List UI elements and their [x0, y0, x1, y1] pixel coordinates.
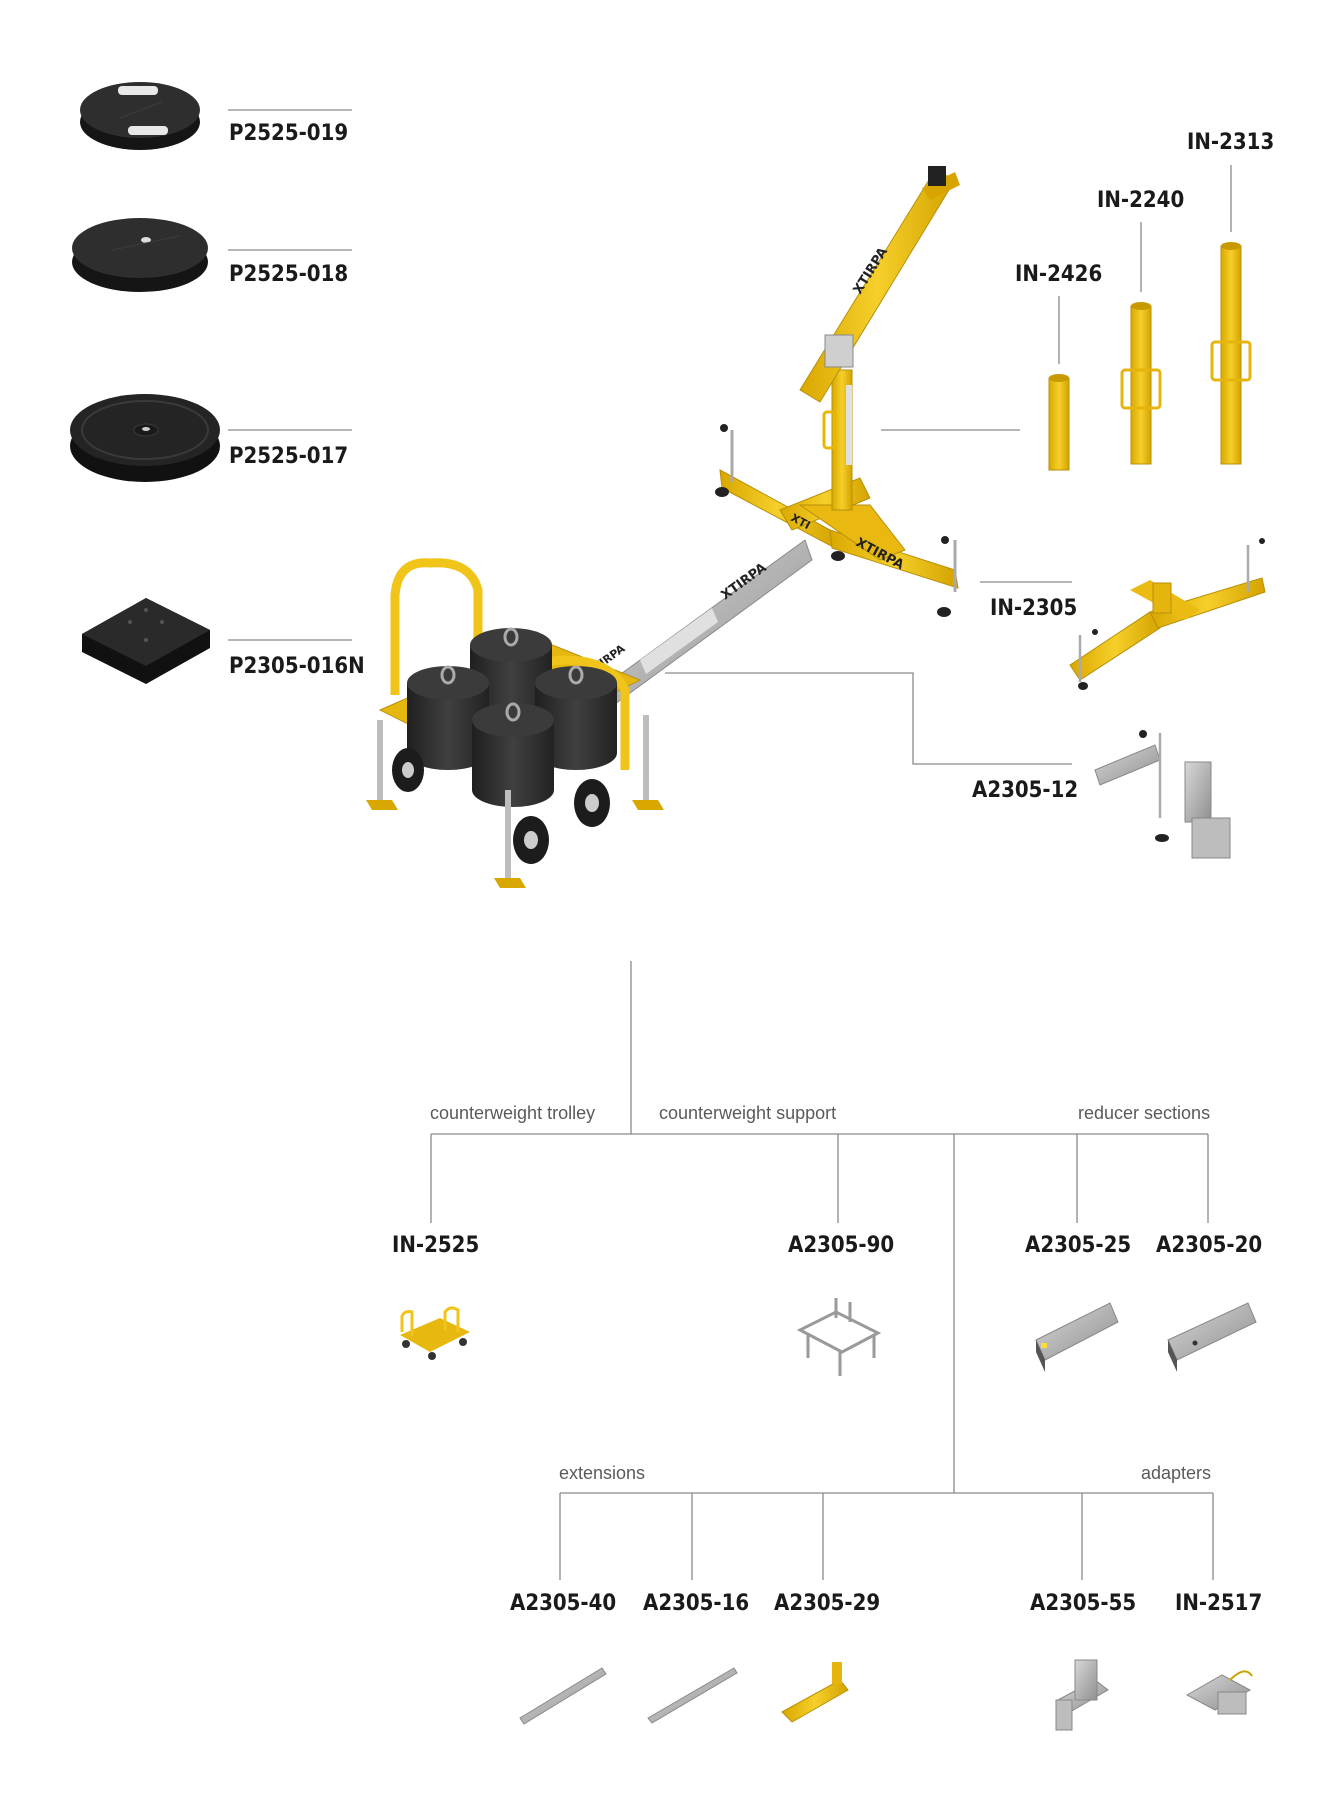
label-p2525-017: P2525-017 — [229, 444, 349, 469]
thumb-a2305-40 — [519, 1667, 607, 1725]
tree-lines — [430, 961, 1214, 1580]
leader-lines — [228, 109, 1232, 765]
adapter-a2305-12 — [1094, 730, 1231, 859]
label-in-2426: IN-2426 — [1015, 262, 1103, 287]
label-in-2525: IN-2525 — [392, 1233, 480, 1258]
thumb-in-2525 — [400, 1306, 470, 1360]
label-a2305-55: A2305-55 — [1030, 1591, 1137, 1616]
post-in-2313 — [1210, 242, 1252, 465]
group-label-extensions: extensions — [559, 1463, 646, 1483]
thumb-a2305-90 — [796, 1298, 882, 1376]
base-in-2305 — [1069, 538, 1266, 690]
weight-disc-p2525-018 — [72, 218, 208, 292]
label-a2305-29: A2305-29 — [774, 1591, 881, 1616]
label-a2305-25: A2305-25 — [1025, 1233, 1132, 1258]
weight-disc-p2525-019 — [80, 82, 200, 150]
label-in-2305: IN-2305 — [990, 596, 1078, 621]
group-label-counterweight-support: counterweight support — [659, 1103, 837, 1123]
group-label-reducer-sections: reducer sections — [1078, 1103, 1211, 1123]
group-label-counterweight-trolley: counterweight trolley — [430, 1103, 596, 1123]
label-in-2313: IN-2313 — [1187, 130, 1275, 155]
main-assembly-davit: XTIRPA XTIRPA XTIRPA XTI XTIRPA — [366, 166, 960, 888]
post-in-2426 — [1048, 374, 1070, 471]
thumb-a2305-25 — [1035, 1302, 1119, 1372]
label-a2305-12: A2305-12 — [972, 778, 1079, 803]
thumb-a2305-20 — [1167, 1302, 1257, 1372]
label-a2305-20: A2305-20 — [1156, 1233, 1263, 1258]
thumb-a2305-29 — [781, 1662, 849, 1723]
thumb-in-2517 — [1185, 1670, 1253, 1715]
label-a2305-90: A2305-90 — [788, 1233, 895, 1258]
label-a2305-40: A2305-40 — [510, 1591, 617, 1616]
weight-disc-p2525-017 — [70, 394, 220, 482]
label-in-2240: IN-2240 — [1097, 188, 1185, 213]
label-p2305-016n: P2305-016N — [229, 654, 365, 679]
group-label-adapters: adapters — [1141, 1463, 1212, 1483]
thumb-a2305-55 — [1055, 1659, 1109, 1731]
post-in-2240 — [1120, 302, 1162, 465]
label-a2305-16: A2305-16 — [643, 1591, 750, 1616]
label-p2525-019: P2525-019 — [229, 121, 349, 146]
thumb-a2305-16 — [647, 1667, 738, 1724]
label-in-2517: IN-2517 — [1175, 1591, 1263, 1616]
weight-plate-p2305-016n — [82, 598, 210, 684]
label-p2525-018: P2525-018 — [229, 262, 349, 287]
